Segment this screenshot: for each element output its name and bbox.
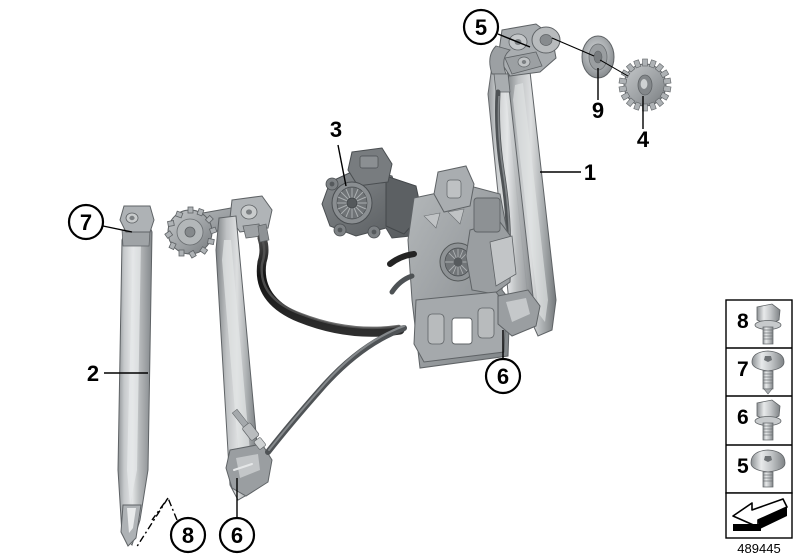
callout-4-label: 4 — [637, 127, 650, 152]
part-bowden-cable-upper — [256, 223, 405, 337]
leader-7 — [102, 225, 133, 233]
part-window-lift-motor — [321, 147, 423, 239]
part-window-guide-rail-left — [117, 205, 155, 547]
direction-arrow-box — [725, 492, 793, 539]
callout-2-label: 2 — [87, 361, 99, 386]
torx-dome-head-screw-icon-5 — [750, 449, 786, 488]
forward-arrow-icon — [732, 498, 788, 531]
leader-5 — [497, 33, 531, 48]
callout-6-right-label: 6 — [497, 364, 509, 389]
callout-6-bottom-circle — [218, 516, 256, 554]
top-roller-head — [489, 23, 561, 93]
callout-5-label: 5 — [475, 15, 487, 40]
hex-flange-bolt-icon-8 — [754, 303, 782, 345]
legend-row-6: 6 — [737, 399, 782, 441]
callout-3-label: 3 — [330, 117, 342, 142]
diagram-id-label: 489445 — [737, 541, 780, 556]
svg-text:6: 6 — [737, 406, 749, 429]
callout-5-circle — [462, 8, 500, 46]
callout-circles — [67, 8, 522, 554]
leader-3 — [337, 144, 347, 187]
callout-6-right-circle — [484, 357, 522, 395]
callout-1-label: 1 — [584, 160, 596, 185]
motor-drum — [331, 181, 373, 225]
callout-6-bottom-label: 6 — [231, 523, 243, 548]
part-window-regulator-assembly — [387, 23, 561, 369]
part-spacer-washer — [581, 35, 615, 79]
callout-8-circle — [169, 516, 207, 554]
leader-8-branch — [135, 496, 178, 549]
svg-text:5: 5 — [737, 455, 749, 478]
legend-row-7: 7 — [737, 350, 785, 395]
legend-row-8: 8 — [737, 303, 782, 345]
hex-flange-bolt-icon-6 — [754, 399, 782, 441]
callout-8-label: 8 — [182, 523, 194, 548]
fastener-legend-table: 8 7 — [725, 299, 793, 494]
svg-text:8: 8 — [737, 310, 749, 333]
part-bowden-cable-lower — [231, 325, 407, 455]
legend-row-5: 5 — [737, 449, 786, 488]
callout-7-label: 7 — [80, 210, 92, 235]
callout-9-label: 9 — [592, 98, 604, 123]
svg-text:7: 7 — [737, 358, 749, 381]
callout-7-circle — [67, 203, 105, 241]
torx-pan-head-screw-icon-7 — [751, 350, 785, 395]
part-drive-gear — [618, 58, 672, 112]
callout-layer — [102, 33, 644, 549]
sector-gear-left — [164, 206, 218, 259]
part-regulator-rail-front — [164, 195, 273, 501]
